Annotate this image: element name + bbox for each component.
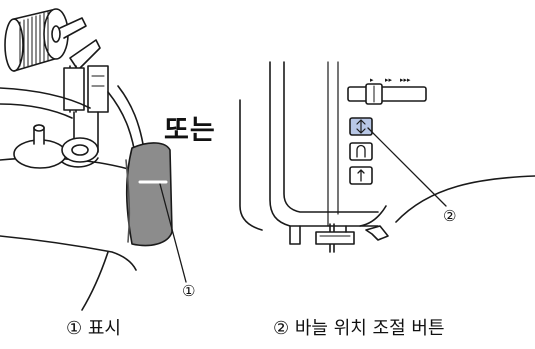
callout-1-marker: ① (182, 282, 196, 300)
needle-up-down-icon (357, 169, 365, 182)
machine-body-outline (0, 87, 91, 109)
left-machine-illustration (0, 8, 187, 311)
thread-guide (63, 39, 109, 153)
speed-control-slider (347, 83, 427, 105)
reverse-stitch-button (349, 142, 373, 161)
right-machine-illustration (239, 61, 535, 253)
caption-needle-position-button: ② 바늘 위치 조절 버튼 (273, 318, 445, 339)
bobbin-winder (13, 124, 99, 169)
speed-mark-slow: ▸ (370, 76, 374, 84)
handwheel (125, 142, 187, 283)
needle-up-down-button (349, 166, 373, 185)
speed-mark-medium: ▸▸ (385, 76, 393, 84)
thread-spool (4, 8, 87, 72)
needle-position-icon (356, 119, 366, 134)
speed-mark-fast: ▸▸▸ (400, 76, 411, 84)
callout-2-marker: ② (443, 207, 457, 225)
needle-position-button (349, 117, 373, 136)
caption-mark: ① 표시 (66, 318, 121, 339)
reverse-stitch-icon (356, 144, 366, 158)
or-separator-label: 또는 (164, 115, 216, 146)
